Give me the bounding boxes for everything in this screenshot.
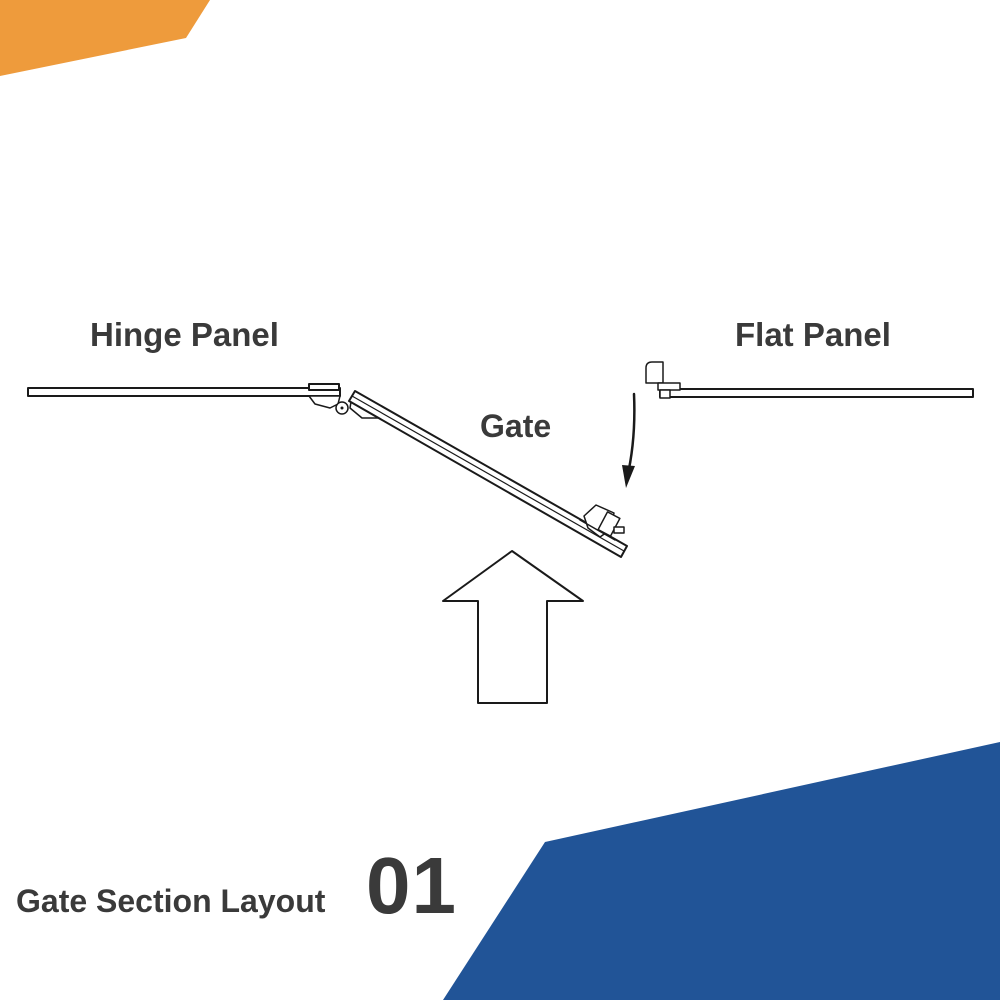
- hinge-panel: [27, 387, 341, 397]
- gate-latch-hardware: [579, 504, 625, 541]
- closing-direction-arrow: [622, 392, 636, 488]
- flat-panel-label: Flat Panel: [735, 316, 891, 353]
- flat-panel-latch: [645, 361, 681, 399]
- blue-corner-shape: [443, 742, 1000, 1000]
- layout-title: Gate Section Layout: [16, 883, 326, 919]
- entry-direction-arrow: [442, 550, 584, 704]
- layout-number: 01: [366, 841, 457, 930]
- orange-corner-shape: [0, 0, 210, 76]
- hinge-panel-label: Hinge Panel: [90, 316, 279, 353]
- gate-label: Gate: [480, 408, 552, 444]
- flat-panel: [659, 388, 974, 398]
